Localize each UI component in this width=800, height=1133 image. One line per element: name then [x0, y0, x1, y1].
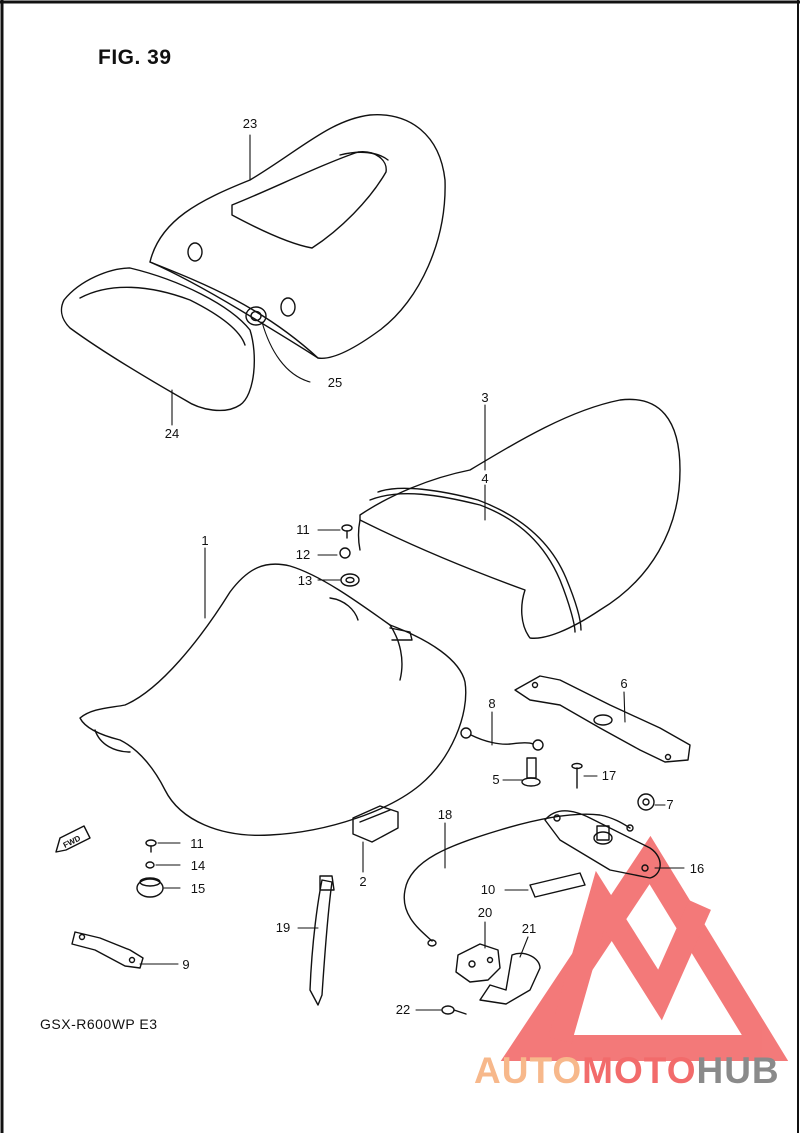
watermark-moto: MOTO: [582, 1050, 697, 1091]
callout-10: 10: [481, 882, 495, 897]
leader-lines: [139, 134, 685, 1011]
callout-5: 5: [492, 772, 499, 787]
model-code: GSX-R600WP E3: [40, 1016, 158, 1032]
callout-18: 18: [438, 807, 452, 822]
part-1-front-seat: [79, 563, 467, 837]
part-22-bolt: [441, 1005, 467, 1015]
callout-13: 13: [298, 573, 312, 588]
part-12-collar: [339, 547, 351, 559]
figure-title: FIG. 39: [98, 46, 172, 69]
part-6-seat-bracket: [514, 675, 691, 763]
watermark-hub: HUB: [696, 1050, 780, 1091]
part-15-cushion: [136, 877, 164, 898]
callout-25: 25: [328, 375, 342, 390]
watermark-auto: AUTO: [474, 1050, 583, 1091]
watermark-text: AUTOMOTOHUB: [474, 1050, 780, 1092]
callout-12: 12: [296, 547, 310, 562]
callout-14: 14: [191, 858, 205, 873]
callout-1: 1: [201, 533, 208, 548]
callout-8: 8: [488, 696, 495, 711]
callout-21: 21: [522, 921, 536, 936]
callout-16: 16: [690, 861, 704, 876]
callout-19: 19: [276, 920, 290, 935]
part-8-ground-wire: [460, 727, 544, 751]
callout-4: 4: [481, 471, 488, 486]
callout-23: 23: [243, 116, 257, 131]
callout-11-upper: 11: [296, 522, 310, 537]
callout-6: 6: [620, 676, 627, 691]
callout-15: 15: [191, 881, 205, 896]
callout-3: 3: [481, 390, 488, 405]
part-24-tail-pad: [60, 267, 255, 412]
part-11-screw-lower: [145, 839, 157, 853]
part-16-seat-lock: [544, 810, 661, 879]
fwd-arrow-icon: [55, 825, 91, 853]
callout-2: 2: [359, 874, 366, 889]
callout-20: 20: [478, 905, 492, 920]
part-23-seat-tail-cover: [149, 114, 446, 359]
part-13-cushion: [340, 573, 360, 587]
part-11-screw-upper: [341, 524, 353, 539]
part-9-strap: [71, 931, 144, 969]
callout-22: 22: [396, 1002, 410, 1017]
part-2-clamp: [352, 805, 399, 843]
part-14-washer: [145, 861, 155, 869]
part-25-grommet: [245, 306, 267, 326]
callout-9: 9: [182, 957, 189, 972]
part-10-plate: [529, 872, 586, 898]
callout-11-lower: 11: [190, 836, 204, 851]
part-5-bolt: [521, 757, 541, 787]
part-19-cable-tie: [309, 875, 335, 1006]
part-3-rear-seat: [357, 398, 681, 639]
part-17-screw: [571, 762, 583, 789]
callout-17: 17: [602, 768, 616, 783]
callout-24: 24: [165, 426, 179, 441]
callout-labels: 23 24 25 3 4 1 11 12 13 6 8 5 17 7 18 16…: [62, 116, 705, 1017]
part-21-lock-bracket: [479, 952, 541, 1005]
part-20-lock-assembly: [455, 943, 501, 983]
part-7-nut: [637, 793, 655, 811]
callout-7: 7: [666, 797, 673, 812]
watermark-logo: [500, 835, 789, 1061]
part-18-seat-lock-cable: [403, 813, 634, 947]
